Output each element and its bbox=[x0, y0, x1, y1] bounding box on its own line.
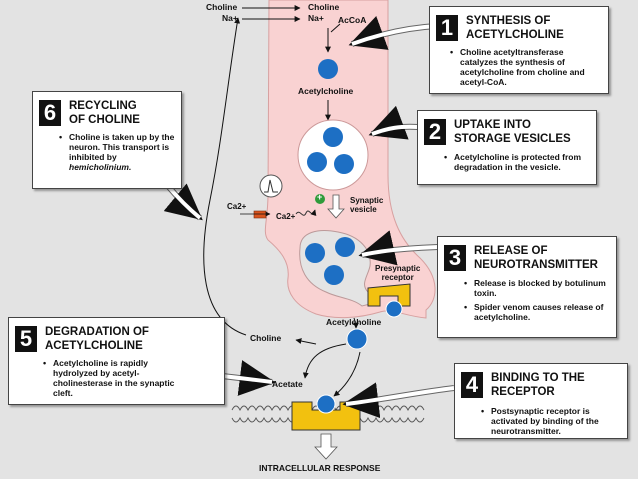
callout-arrow-uptake-fill bbox=[371, 124, 419, 136]
binding-arrow bbox=[333, 351, 361, 397]
vesicle-acetylcholine bbox=[307, 152, 327, 172]
hydrolysis-arrow bbox=[302, 343, 347, 379]
sodium-right-label: Na+ bbox=[308, 13, 324, 23]
choline-left-label: Choline bbox=[206, 2, 238, 12]
acetylcholine-label-top: Acetylcholine bbox=[298, 86, 354, 96]
binding-bullet: Postsynaptic receptor is activated by bi… bbox=[481, 406, 621, 436]
synthesis-bullet: Choline acetyltransferase catalyzes the … bbox=[450, 47, 600, 87]
callout-arrow-degradation-fill bbox=[221, 374, 273, 384]
release-acetylcholine bbox=[335, 237, 355, 257]
choline-return-arrow bbox=[295, 338, 317, 345]
presynaptic-receptor bbox=[367, 283, 411, 307]
acetylcholine-cleft-label: Acetylcholine bbox=[326, 317, 382, 327]
recycling-title: RECYCLING OF CHOLINE bbox=[69, 100, 140, 126]
step-number-6: 6 bbox=[39, 100, 61, 126]
release-title: RELEASE OF NEUROTRANSMITTER bbox=[474, 245, 598, 271]
vesicle-movement-arrow bbox=[327, 194, 345, 219]
recycling-bullets: Choline is taken up by the neuron. This … bbox=[59, 132, 175, 176]
release-to-cleft-arrow bbox=[352, 317, 359, 329]
step-number-3: 3 bbox=[444, 245, 466, 271]
calcium-signal-squiggle bbox=[295, 209, 317, 217]
intracellular-response-label: INTRACELLULAR RESPONSE bbox=[259, 463, 381, 473]
choline-recycling-arrow bbox=[203, 17, 247, 336]
degradation-box: 5 DEGRADATION OF ACETYLCHOLINE Acetylcho… bbox=[8, 317, 225, 405]
binding-box: 4 BINDING TO THE RECEPTOR Postsynaptic r… bbox=[454, 363, 628, 439]
presynaptic-receptor-acetylcholine bbox=[385, 300, 403, 318]
response-arrow bbox=[314, 433, 338, 460]
callout-arrow-synthesis-fill bbox=[351, 24, 437, 46]
cleft-acetylcholine bbox=[346, 328, 368, 350]
vesicle-acetylcholine bbox=[323, 127, 343, 147]
degradation-bullet: Acetylcholine is rapidly hydrolyzed by a… bbox=[43, 358, 193, 398]
uptake-bullets: Acetylcholine is protected from degradat… bbox=[444, 152, 590, 176]
degradation-bullets: Acetylcholine is rapidly hydrolyzed by a… bbox=[43, 358, 193, 402]
vesicle-acetylcholine bbox=[334, 154, 354, 174]
release-acetylcholine bbox=[324, 265, 344, 285]
calcium-channel bbox=[253, 210, 267, 219]
synthesis-bullets: Choline acetyltransferase catalyzes the … bbox=[450, 47, 600, 91]
synaptic-vesicle-label: Synaptic vesicle bbox=[350, 196, 384, 214]
recycling-box: 6 RECYCLING OF CHOLINE Choline is taken … bbox=[32, 91, 182, 189]
uptake-box: 2 UPTAKE INTO STORAGE VESICLES Acetylcho… bbox=[417, 110, 597, 185]
synthesis-title: SYNTHESIS OF ACETYLCHOLINE bbox=[466, 15, 564, 41]
acetate-label: Acetate bbox=[272, 379, 303, 389]
step-number-4: 4 bbox=[461, 372, 483, 398]
accoa-arrow bbox=[330, 23, 341, 33]
sodium-left-label: Na+ bbox=[222, 13, 238, 23]
calcium-inside-label: Ca2+ bbox=[276, 212, 296, 221]
callout-arrow-release-fill bbox=[361, 245, 439, 257]
release-bullet-spider: Spider venom causes release of acetylcho… bbox=[464, 302, 610, 322]
step-number-2: 2 bbox=[424, 119, 446, 145]
recycling-bullet: Choline is taken up by the neuron. This … bbox=[59, 132, 175, 172]
binding-title: BINDING TO THE RECEPTOR bbox=[491, 372, 585, 398]
calcium-outside-label: Ca2+ bbox=[227, 202, 247, 211]
uptake-bullet: Acetylcholine is protected from degradat… bbox=[444, 152, 590, 172]
binding-bullets: Postsynaptic receptor is activated by bi… bbox=[481, 406, 621, 440]
step-number-5: 5 bbox=[15, 326, 37, 352]
release-bullet-botulinum: Release is blocked by botulinum toxin. bbox=[464, 278, 610, 298]
storage-vesicle bbox=[297, 119, 369, 191]
step-number-1: 1 bbox=[436, 15, 458, 41]
hemicholinium-term: hemicholinium. bbox=[69, 162, 132, 172]
recycling-bullet-text: Choline is taken up by the neuron. This … bbox=[69, 132, 175, 162]
calcium-plus-badge bbox=[315, 194, 325, 204]
bound-acetylcholine bbox=[316, 394, 336, 414]
action-potential-spike-icon bbox=[264, 179, 278, 193]
uptake-title: UPTAKE INTO STORAGE VESICLES bbox=[454, 119, 571, 145]
release-bullets: Release is blocked by botulinum toxin. S… bbox=[464, 278, 610, 326]
degradation-title: DEGRADATION OF ACETYLCHOLINE bbox=[45, 326, 149, 352]
accoa-label: AcCoA bbox=[338, 15, 367, 25]
callout-arrow-recycling-fill bbox=[166, 184, 202, 220]
acetylcholine-molecule-cytoplasm bbox=[318, 59, 338, 79]
presynaptic-receptor-label: Presynaptic receptor bbox=[375, 264, 421, 282]
release-acetylcholine bbox=[305, 243, 325, 263]
callout-arrow-binding-fill bbox=[345, 386, 455, 406]
choline-cleft-label: Choline bbox=[250, 333, 282, 343]
choline-right-label: Choline bbox=[308, 2, 340, 12]
plus-sign: + bbox=[317, 192, 323, 202]
synthesis-box: 1 SYNTHESIS OF ACETYLCHOLINE Choline ace… bbox=[429, 6, 609, 94]
release-box: 3 RELEASE OF NEUROTRANSMITTER Release is… bbox=[437, 236, 617, 338]
